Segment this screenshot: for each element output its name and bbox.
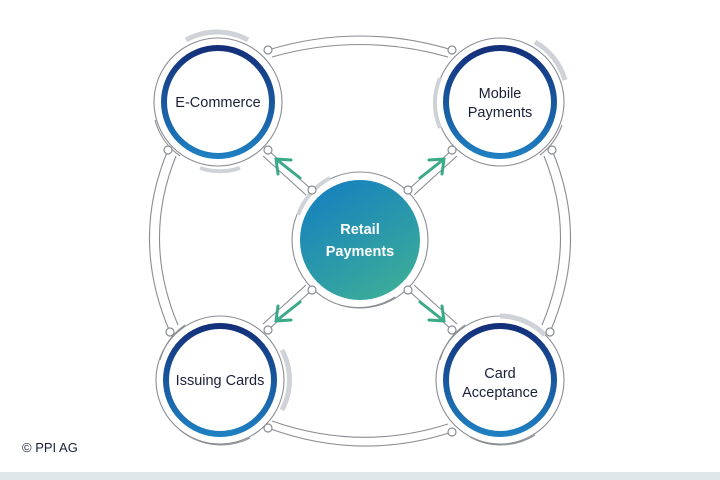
node-mobile-payments: Mobile Payments — [432, 37, 568, 167]
issuing-label: Issuing Cards — [176, 373, 265, 389]
arrow-to-acceptance — [418, 300, 446, 323]
arrow-to-mobile — [418, 157, 446, 180]
node-ecommerce: E-Commerce — [153, 29, 283, 174]
center-label-line-2: Payments — [326, 244, 395, 260]
acceptance-label-line-2: Acceptance — [462, 385, 538, 401]
center-node: Retail Payments — [291, 171, 429, 309]
outer-connectors — [148, 35, 572, 447]
flow-arrows — [274, 157, 446, 323]
connector-dots — [163, 45, 557, 437]
acceptance-label-line-1: Card — [484, 366, 515, 382]
arrow-to-issuing — [274, 300, 302, 323]
center-label-line-1: Retail — [340, 222, 380, 238]
node-card-acceptance: Card Acceptance — [435, 313, 565, 446]
node-issuing-cards: Issuing Cards — [155, 315, 292, 446]
mobile-label-line-1: Mobile — [479, 86, 522, 102]
ecommerce-label: E-Commerce — [175, 95, 260, 111]
copyright-notice: © PPI AG — [22, 440, 78, 455]
bottom-divider — [0, 472, 720, 480]
mobile-label-line-2: Payments — [468, 105, 532, 121]
arrow-to-ecommerce — [274, 157, 302, 180]
